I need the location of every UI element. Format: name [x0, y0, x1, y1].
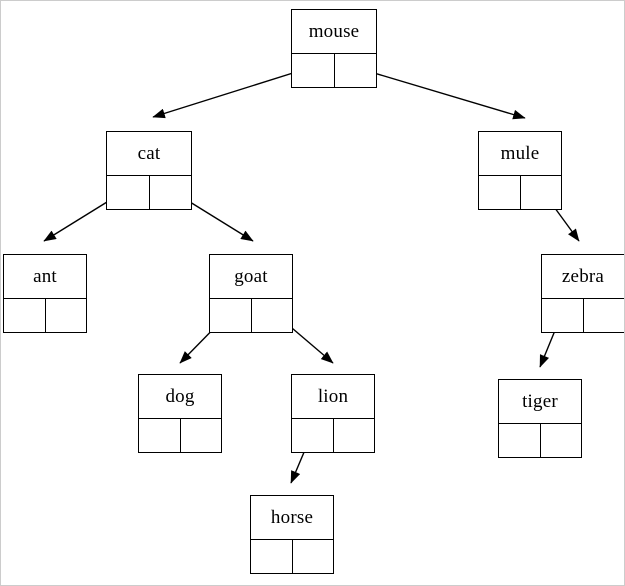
right-pointer-cell-cat[interactable] — [149, 176, 191, 209]
right-pointer-cell-zebra[interactable] — [583, 299, 624, 332]
node-label-ant: ant — [4, 255, 86, 299]
left-pointer-cell-mule[interactable] — [479, 176, 521, 209]
tree-node-mouse[interactable]: mouse — [291, 9, 377, 88]
left-pointer-cell-tiger[interactable] — [499, 424, 541, 457]
node-label-goat: goat — [210, 255, 292, 299]
node-pointers-ant — [4, 299, 86, 332]
node-label-zebra: zebra — [542, 255, 624, 299]
node-pointers-cat — [107, 176, 191, 209]
right-pointer-cell-mouse[interactable] — [334, 54, 376, 87]
node-pointers-dog — [139, 419, 221, 452]
node-pointers-zebra — [542, 299, 624, 332]
right-pointer-cell-lion[interactable] — [333, 419, 374, 452]
right-pointer-cell-dog[interactable] — [180, 419, 221, 452]
left-pointer-cell-zebra[interactable] — [542, 299, 584, 332]
right-pointer-cell-tiger[interactable] — [540, 424, 581, 457]
tree-node-cat[interactable]: cat — [106, 131, 192, 210]
left-pointer-cell-cat[interactable] — [107, 176, 150, 209]
left-pointer-cell-mouse[interactable] — [292, 54, 335, 87]
right-pointer-cell-mule[interactable] — [520, 176, 561, 209]
tree-node-goat[interactable]: goat — [209, 254, 293, 333]
node-pointers-lion — [292, 419, 374, 452]
right-pointer-cell-ant[interactable] — [45, 299, 86, 332]
node-pointers-tiger — [499, 424, 581, 457]
node-label-tiger: tiger — [499, 380, 581, 424]
node-pointers-horse — [251, 540, 333, 573]
right-pointer-cell-horse[interactable] — [292, 540, 333, 573]
edge-mouse-left-to-cat — [152, 66, 313, 119]
left-pointer-cell-goat[interactable] — [210, 299, 252, 332]
tree-node-lion[interactable]: lion — [291, 374, 375, 453]
node-label-mouse: mouse — [292, 10, 376, 54]
tree-node-ant[interactable]: ant — [3, 254, 87, 333]
tree-node-mule[interactable]: mule — [478, 131, 562, 210]
tree-node-horse[interactable]: horse — [250, 495, 334, 574]
node-pointers-mouse — [292, 54, 376, 87]
node-label-mule: mule — [479, 132, 561, 176]
left-pointer-cell-lion[interactable] — [292, 419, 334, 452]
node-label-lion: lion — [292, 375, 374, 419]
node-pointers-goat — [210, 299, 292, 332]
left-pointer-cell-ant[interactable] — [4, 299, 46, 332]
node-label-dog: dog — [139, 375, 221, 419]
left-pointer-cell-dog[interactable] — [139, 419, 181, 452]
tree-node-dog[interactable]: dog — [138, 374, 222, 453]
edge-mouse-right-to-mule — [353, 66, 526, 120]
tree-node-zebra[interactable]: zebra — [541, 254, 624, 333]
node-pointers-mule — [479, 176, 561, 209]
node-label-horse: horse — [251, 496, 333, 540]
right-pointer-cell-goat[interactable] — [251, 299, 292, 332]
node-label-cat: cat — [107, 132, 191, 176]
left-pointer-cell-horse[interactable] — [251, 540, 293, 573]
tree-node-tiger[interactable]: tiger — [498, 379, 582, 458]
